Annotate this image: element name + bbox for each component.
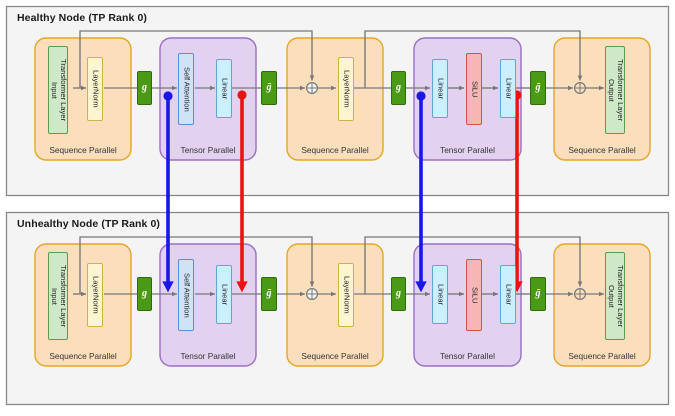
residual-connection-1 [79, 236, 315, 294]
group-label-sequence-parallel-1: Sequence Parallel [49, 145, 117, 155]
panel-unhealthy-content [34, 236, 651, 367]
block-label: Transformer Layer Output [607, 58, 625, 122]
group-sequence-parallel-2 [286, 37, 384, 161]
collective-g-2: g [391, 277, 406, 311]
group-label-tensor-parallel-2: Tensor Parallel [440, 351, 495, 361]
block-transformer-layer-input: Transformer Layer Input [48, 252, 68, 340]
block-label: Linear [436, 283, 446, 306]
block-transformer-layer-input: Transformer Layer Input [48, 46, 68, 134]
block-label: LayerNorm [91, 70, 101, 108]
block-linear-mlp-up: Linear [432, 59, 448, 118]
block-label: LayerNorm [342, 276, 352, 314]
cross-node-signal-lines [162, 90, 523, 293]
block-label: SiLU [470, 80, 480, 98]
collective-gbar-2: ḡ [530, 277, 546, 311]
block-layernorm-1: LayerNorm [87, 263, 103, 327]
block-label: Transformer Layer Input [50, 264, 68, 328]
block-label: Self Attention [182, 272, 192, 318]
block-self-attention: Self Attention [178, 53, 194, 125]
group-label-sequence-parallel-3: Sequence Parallel [568, 351, 636, 361]
signal-source-dot-mlp-input [416, 91, 426, 101]
block-label: LayerNorm [342, 70, 352, 108]
collective-g-2: g [391, 71, 406, 105]
panel-title-healthy: Healthy Node (TP Rank 0) [17, 12, 147, 24]
panel-title-unhealthy: Unhealthy Node (TP Rank 0) [17, 218, 161, 230]
collective-label: ḡ [266, 82, 272, 93]
residual-connection-2 [364, 30, 583, 88]
collective-label: g [396, 82, 401, 93]
block-label: Transformer Layer Input [50, 58, 68, 122]
residual-add-node-1 [306, 81, 319, 94]
group-sequence-parallel-3 [553, 243, 651, 367]
block-transformer-layer-output: Transformer Layer Output [605, 46, 625, 134]
group-sequence-parallel-3 [553, 37, 651, 161]
collective-label: g [142, 82, 147, 93]
group-sequence-parallel-2 [286, 243, 384, 367]
group-label-tensor-parallel-1: Tensor Parallel [180, 351, 236, 361]
group-label-sequence-parallel-2: Sequence Parallel [301, 351, 369, 361]
collective-label: g [142, 288, 147, 299]
residual-add-node-2 [573, 81, 586, 94]
collective-g-1: g [137, 71, 152, 105]
block-linear-attn-out: Linear [216, 59, 232, 118]
group-label-sequence-parallel-3: Sequence Parallel [568, 145, 636, 155]
group-label-sequence-parallel-2: Sequence Parallel [301, 145, 369, 155]
block-label: Linear [436, 77, 446, 100]
block-label: Linear [220, 77, 230, 100]
block-transformer-layer-output: Transformer Layer Output [605, 252, 625, 340]
block-label: SiLU [470, 286, 480, 304]
signal-source-dot-attn-output [237, 90, 247, 100]
block-silu: SiLU [466, 53, 482, 125]
residual-connection-1 [79, 30, 315, 88]
block-layernorm-2: LayerNorm [338, 57, 354, 121]
residual-connection-2 [364, 236, 583, 294]
block-label: Linear [220, 283, 230, 306]
block-linear-mlp-down: Linear [500, 59, 516, 118]
block-label: Linear [504, 283, 514, 306]
block-label: Transformer Layer Output [607, 264, 625, 328]
collective-label: ḡ [535, 82, 541, 93]
residual-add-node-2 [573, 287, 586, 300]
collective-gbar-1: ḡ [261, 71, 277, 105]
block-layernorm-2: LayerNorm [338, 263, 354, 327]
group-label-tensor-parallel-1: Tensor Parallel [180, 145, 236, 155]
block-label: Linear [504, 77, 514, 100]
group-label-sequence-parallel-1: Sequence Parallel [49, 351, 117, 361]
signal-source-dot-attn-input [163, 91, 173, 101]
group-label-tensor-parallel-2: Tensor Parallel [440, 145, 495, 155]
block-self-attention: Self Attention [178, 259, 194, 331]
block-linear-mlp-up: Linear [432, 265, 448, 324]
collective-label: ḡ [266, 288, 272, 299]
residual-add-node-1 [306, 287, 319, 300]
collective-label: g [396, 288, 401, 299]
collective-g-1: g [137, 277, 152, 311]
collective-gbar-1: ḡ [261, 277, 277, 311]
block-silu: SiLU [466, 259, 482, 331]
block-label: Self Attention [182, 66, 192, 112]
block-layernorm-1: LayerNorm [87, 57, 103, 121]
block-linear-mlp-down: Linear [500, 265, 516, 324]
block-linear-attn-out: Linear [216, 265, 232, 324]
block-label: LayerNorm [91, 276, 101, 314]
collective-gbar-2: ḡ [530, 71, 546, 105]
collective-label: ḡ [535, 288, 541, 299]
